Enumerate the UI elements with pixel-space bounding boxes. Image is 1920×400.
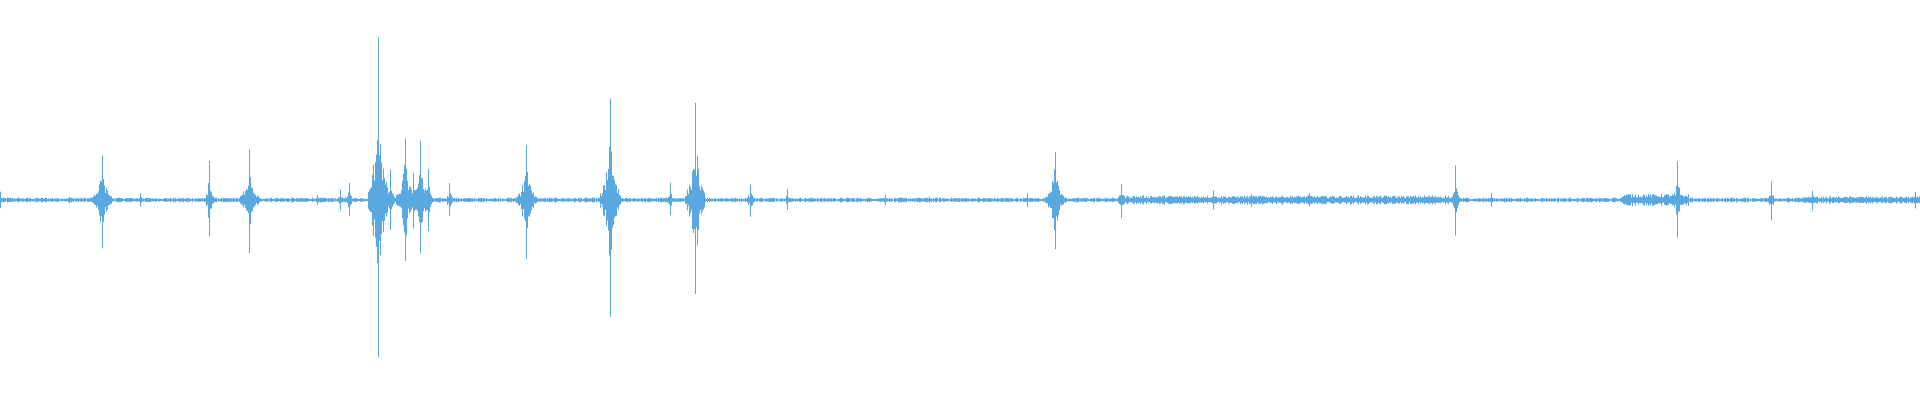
waveform-bars [0, 37, 1920, 358]
